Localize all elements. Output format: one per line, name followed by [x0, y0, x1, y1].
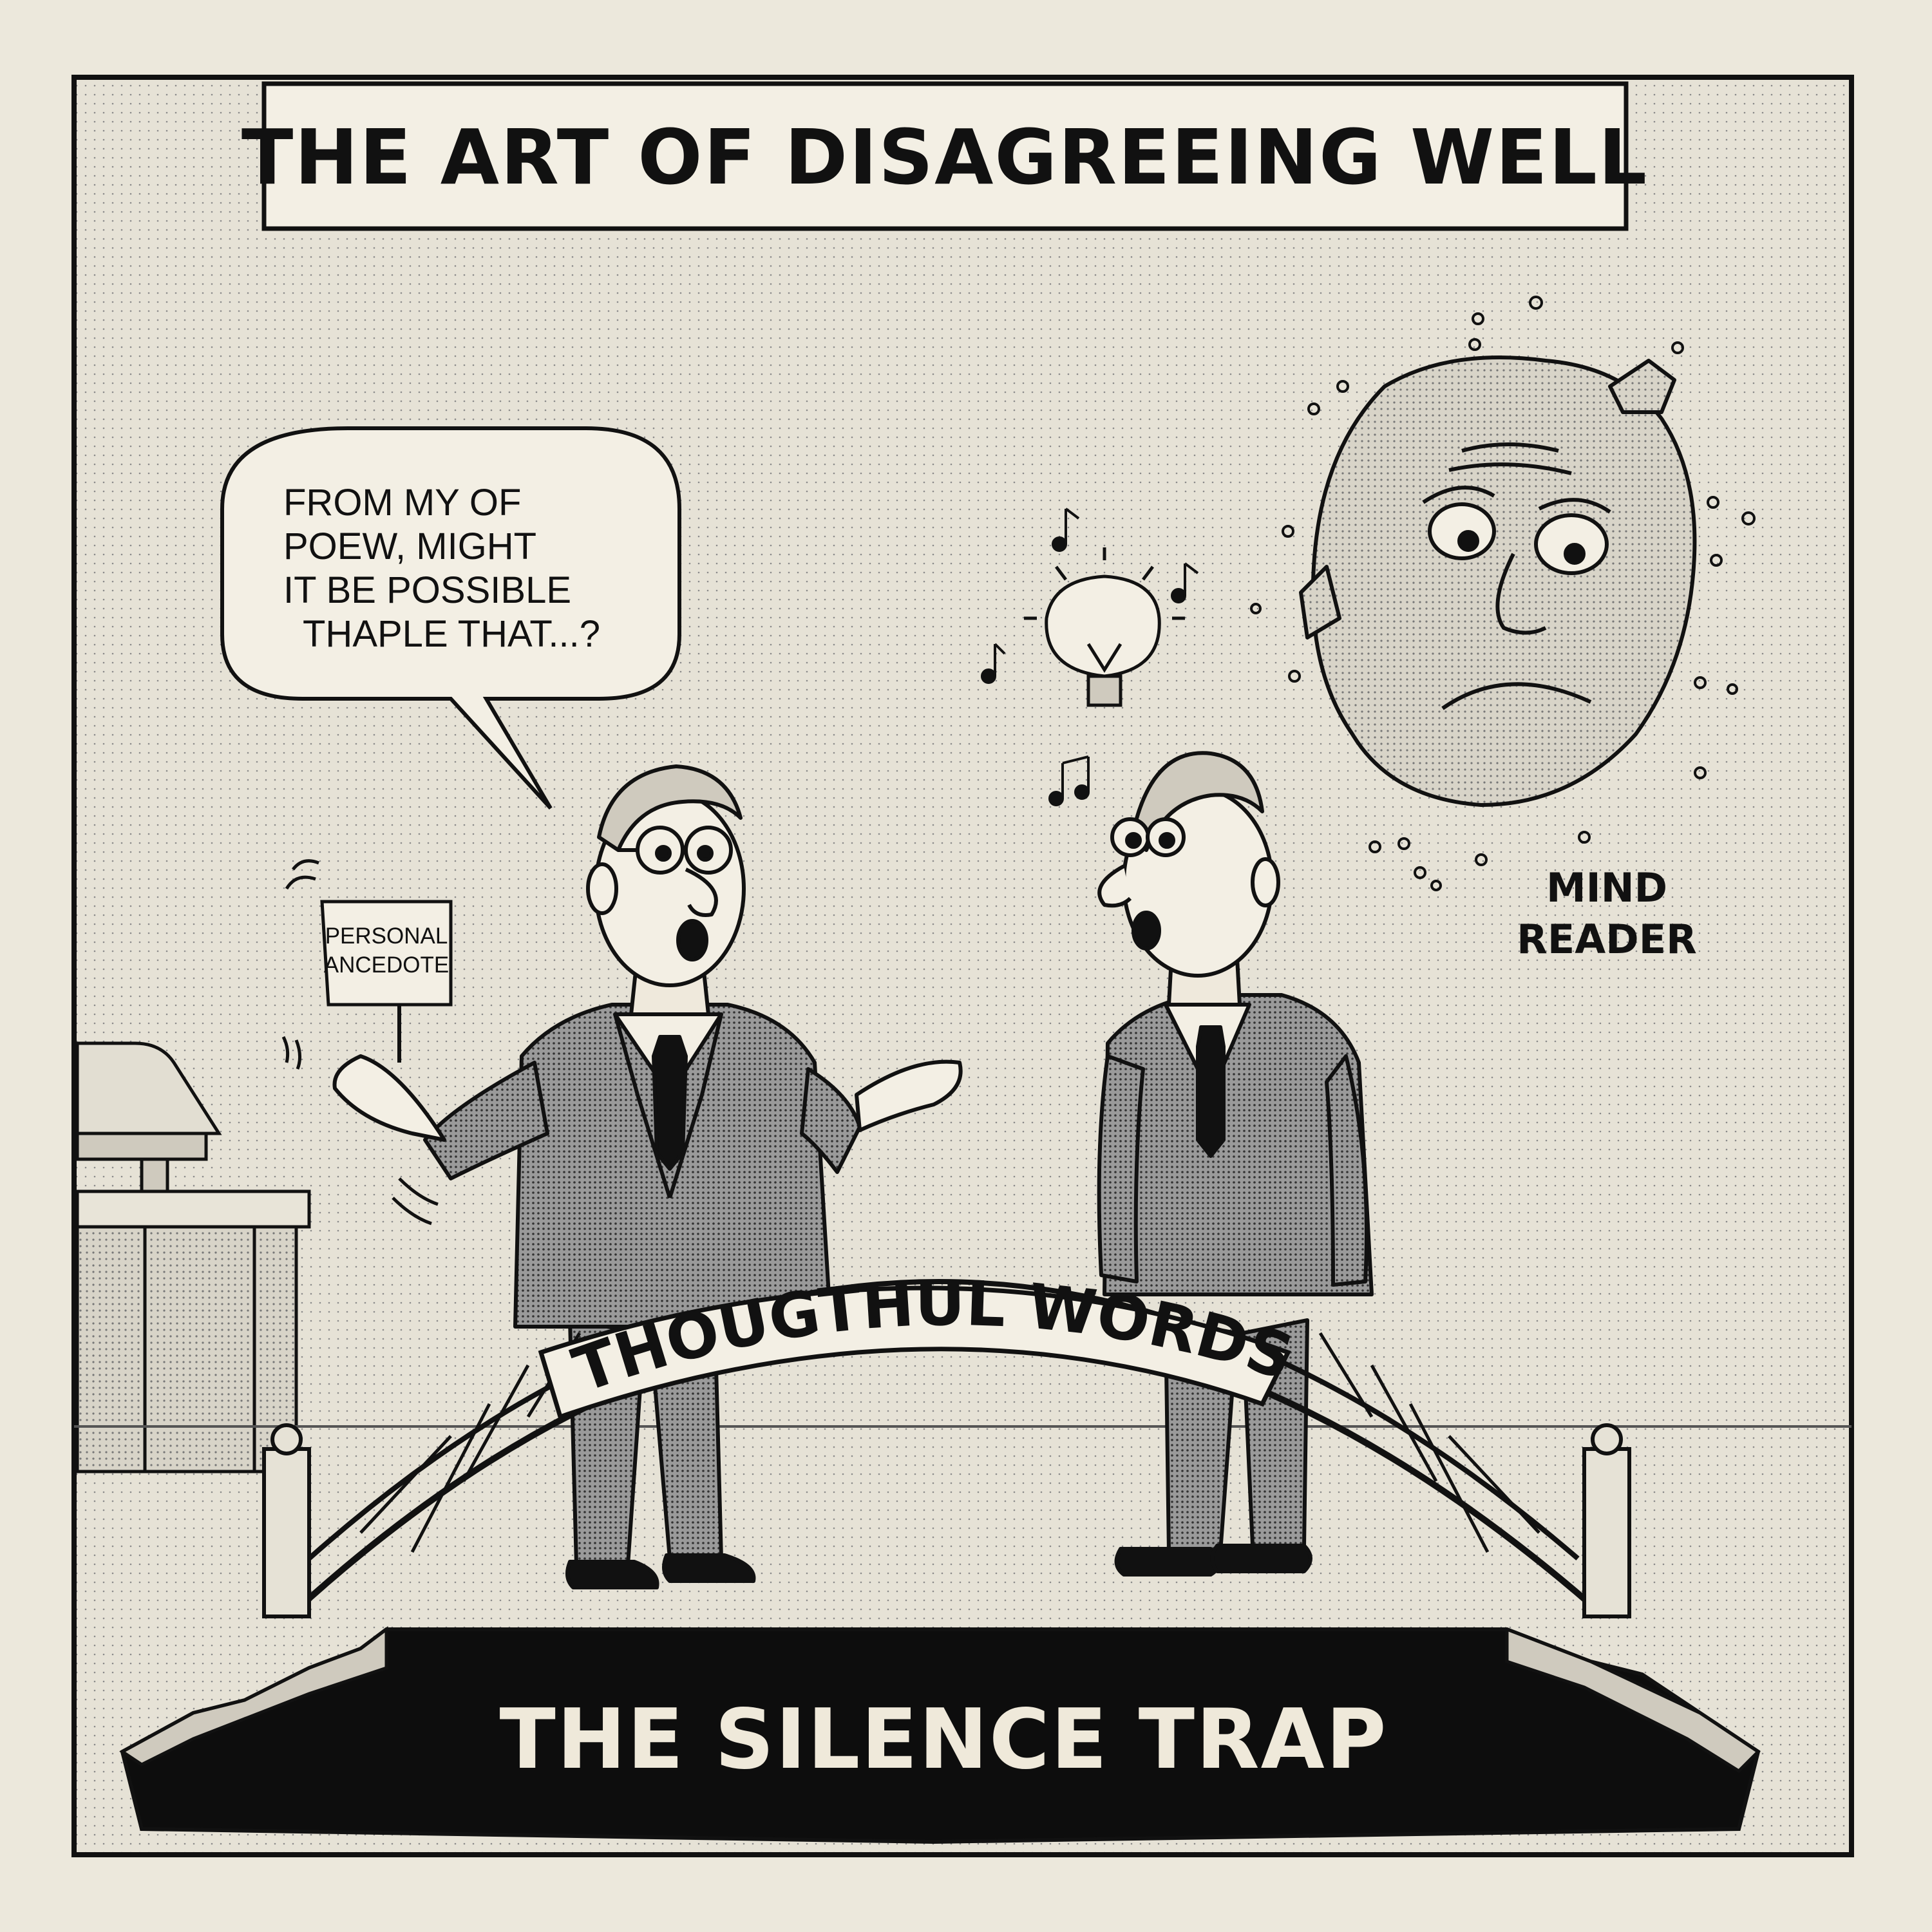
sign-line-2: ANCEDOTE	[324, 952, 449, 978]
speech-line-1: FROM MY OF	[283, 482, 521, 524]
silence-trap-label: THE SILENCE TRAP	[499, 1692, 1387, 1788]
listening-man	[1097, 751, 1374, 1577]
comic-title: THE ART OF DISAGREEING WELL	[242, 113, 1648, 202]
sign-line-1: PERSONAL	[325, 923, 448, 949]
mind-reader-rock	[1299, 355, 1697, 807]
title-box: THE ART OF DISAGREEING WELL	[242, 81, 1648, 231]
speaking-man	[332, 764, 963, 1589]
background-desk	[75, 1041, 311, 1473]
music-note-icon	[981, 507, 1199, 806]
personal-anecdote-sign: PERSONAL ANCEDOTE	[320, 900, 453, 1063]
motion-lines	[281, 859, 439, 1226]
lightbulb-icon	[1024, 547, 1185, 707]
rock-debris	[1250, 296, 1756, 891]
mind-reader-line-2: READER	[1517, 916, 1697, 963]
speech-line-3: IT BE POSSIBLE	[283, 569, 571, 611]
speech-line-4: THAPLE THAT...?	[303, 613, 600, 655]
silence-trap-chasm: THE SILENCE TRAP	[119, 1626, 1761, 1844]
speech-bubble: FROM MY OF POEW, MIGHT IT BE POSSIBLE TH…	[220, 426, 681, 810]
thoughtful-words-bridge	[262, 1279, 1631, 1618]
mind-reader-line-1: MIND	[1546, 864, 1667, 911]
speech-line-2: POEW, MIGHT	[283, 526, 536, 567]
